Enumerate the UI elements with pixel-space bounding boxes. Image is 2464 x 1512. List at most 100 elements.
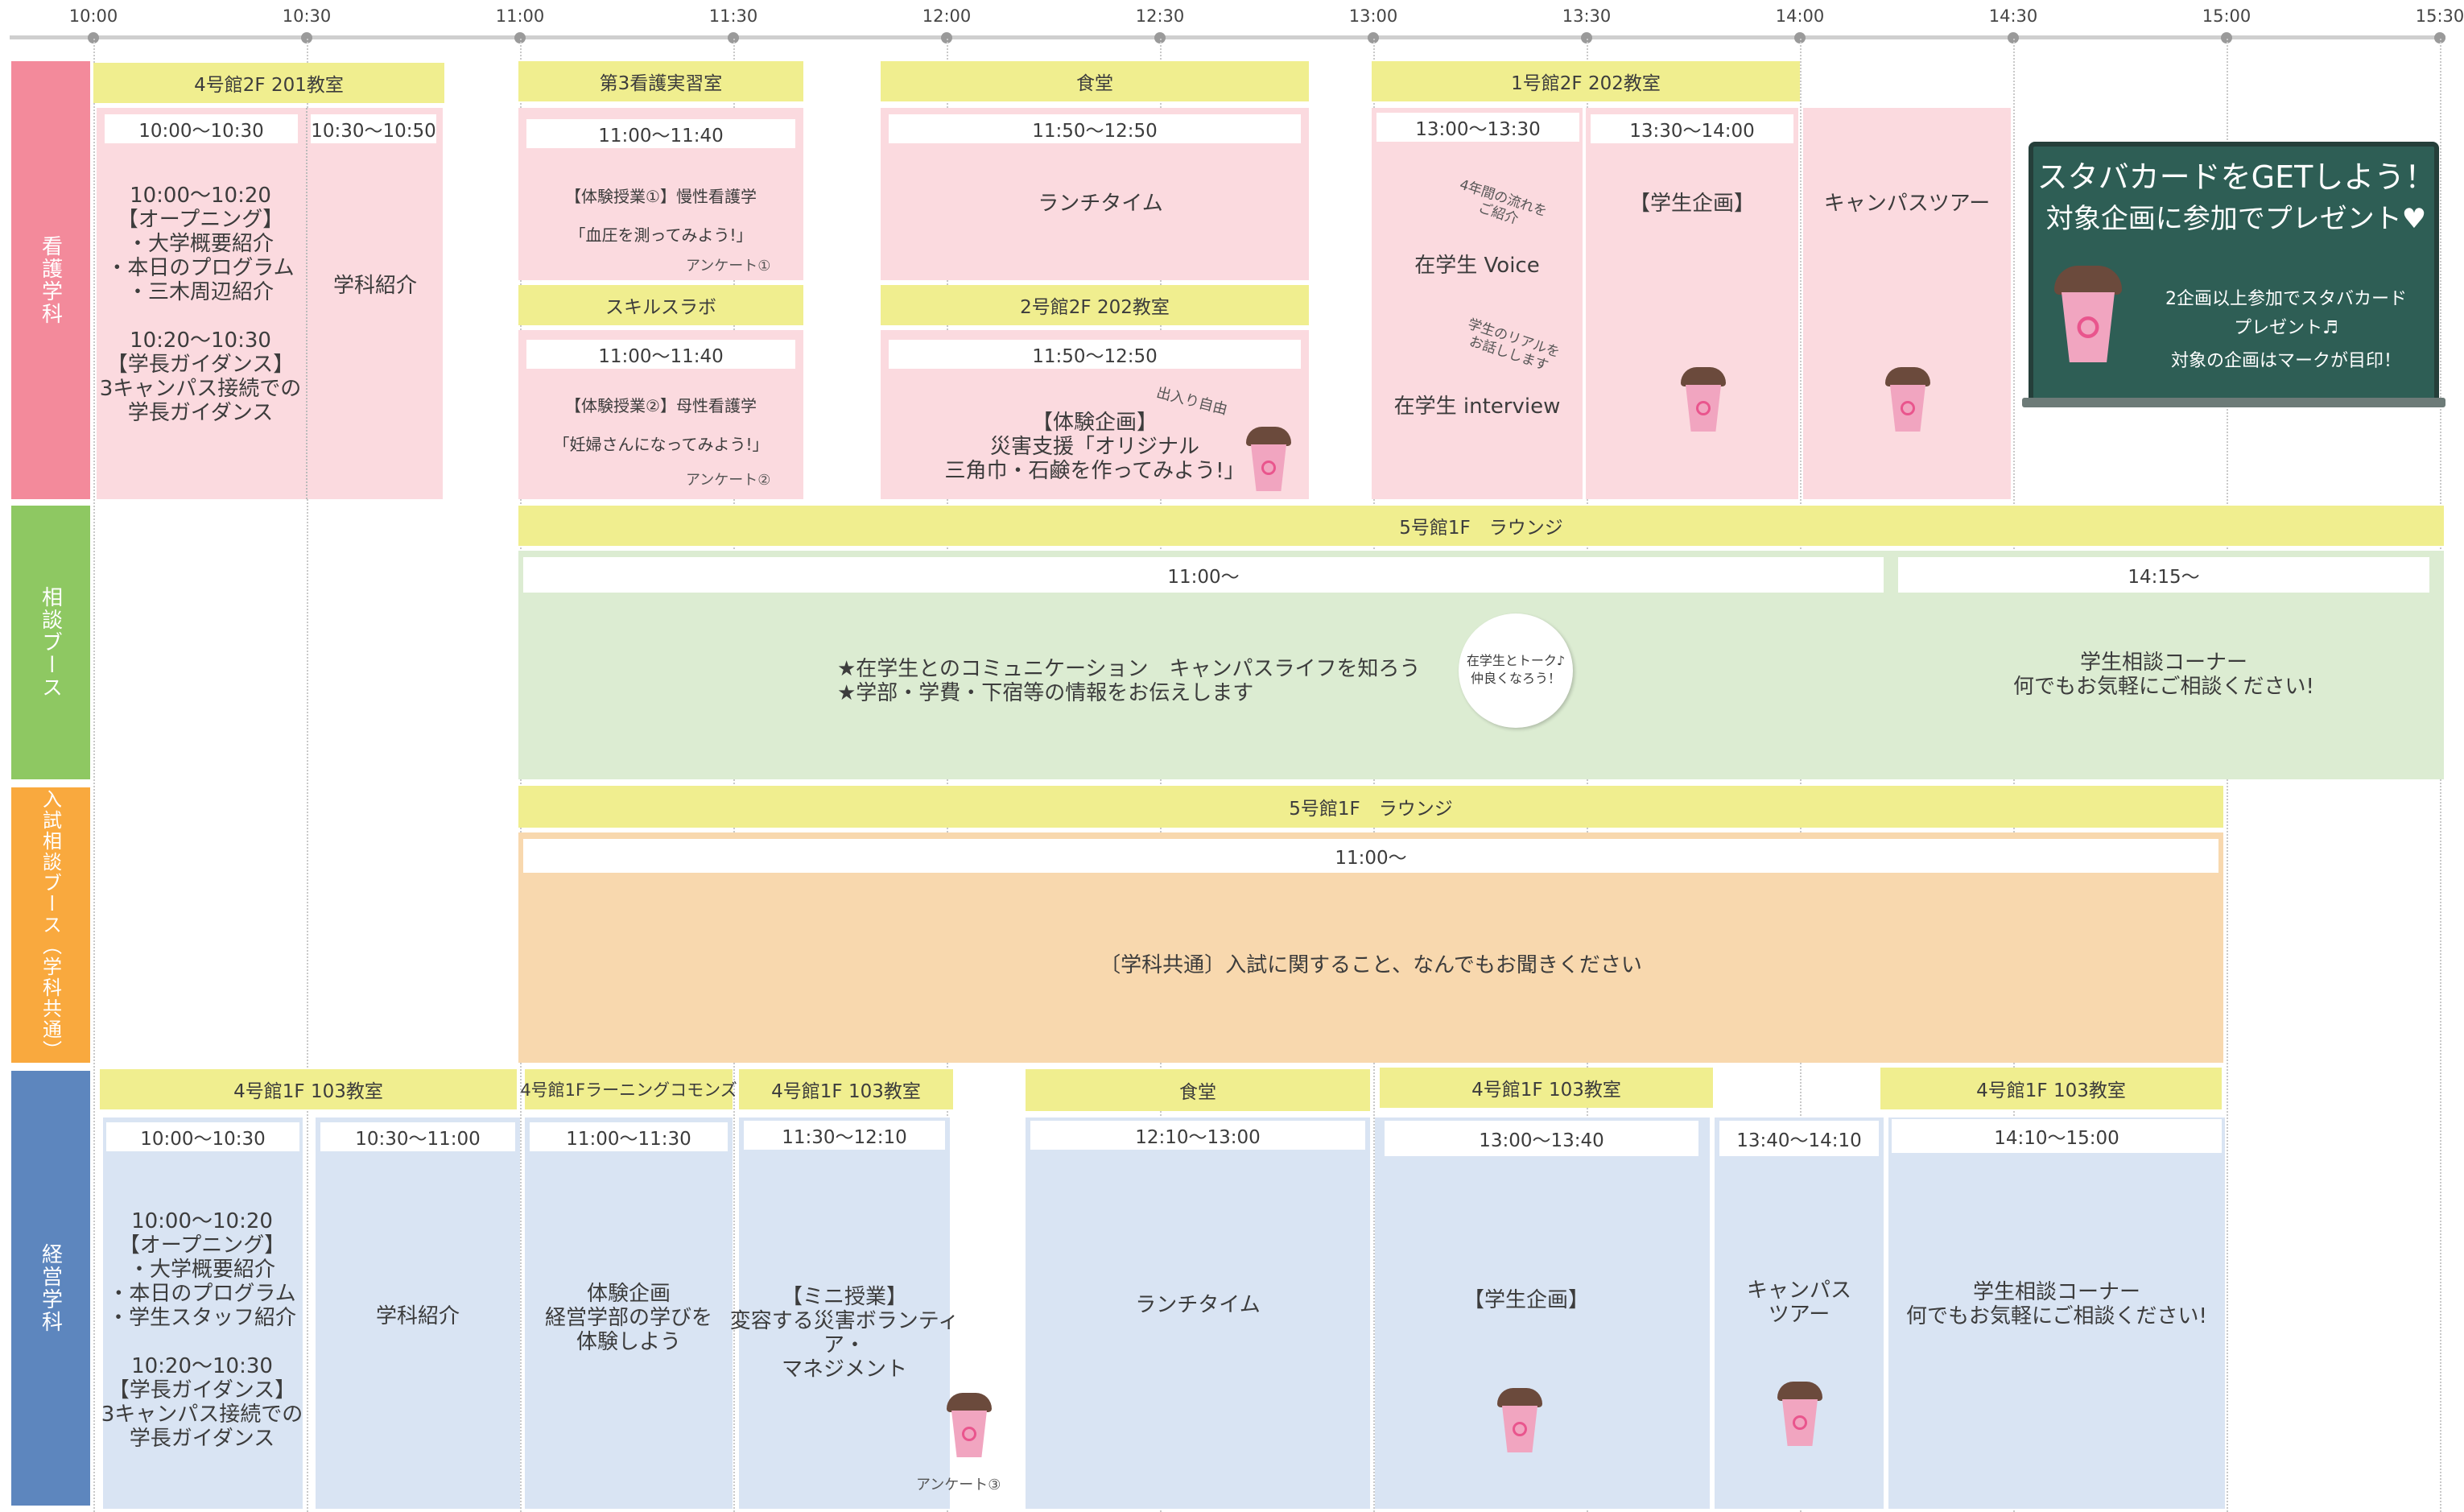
timeline-axis bbox=[10, 35, 2445, 39]
admission-room: 5号館1F ラウンジ bbox=[518, 786, 2223, 828]
nursing-survey-1: アンケート① bbox=[686, 258, 771, 275]
coffee-cup-icon bbox=[1885, 367, 1930, 432]
present-board-subtitle: 対象企画に参加でプレゼント♥ bbox=[2045, 203, 2427, 235]
business-tour-text: キャンパス ツアー bbox=[1746, 1279, 1851, 1327]
business-block-student-event bbox=[1375, 1117, 1710, 1509]
business-block-intro bbox=[316, 1117, 520, 1509]
tick-dot bbox=[2434, 32, 2445, 43]
nursing-room-lab3: 第3看護実習室 bbox=[518, 61, 803, 101]
tick-label: 13:00 bbox=[1348, 6, 1398, 26]
coffee-cup-icon bbox=[1681, 367, 1726, 432]
tick-dot bbox=[2221, 32, 2232, 43]
nursing-block-opening bbox=[97, 108, 443, 499]
grid-line bbox=[307, 39, 308, 1512]
row-label-business: 経営学科 bbox=[11, 1071, 90, 1506]
tick-dot bbox=[1154, 32, 1166, 43]
nursing-lunch-text: ランチタイム bbox=[1038, 192, 1163, 216]
business-experience-text: 体験企画 経営学部の学びを 体験しよう bbox=[544, 1282, 712, 1354]
business-lunch-time: 12:10〜13:00 bbox=[1030, 1121, 1365, 1150]
tick-label: 15:30 bbox=[2415, 6, 2464, 26]
consult-time-1: 11:00〜 bbox=[523, 557, 1884, 593]
nursing-voice-time: 13:00〜13:30 bbox=[1376, 113, 1579, 142]
nursing-survey-2: アンケート② bbox=[686, 472, 771, 489]
business-block-mini-class bbox=[739, 1117, 950, 1509]
admission-text: 〔学科共通〕入試に関すること、なんでもお聞きください bbox=[1100, 953, 1642, 977]
business-room-103b: 4号館1F 103教室 bbox=[739, 1069, 953, 1109]
consult-text-left: ★在学生とのコミュニケーション キャンパスライフを知ろう ★学部・学費・下宿等の… bbox=[837, 657, 1421, 705]
business-room-103c: 4号館1F 103教室 bbox=[1380, 1068, 1713, 1108]
talk-bubble-text: 在学生とトーク♪ 仲良くなろう！ bbox=[1466, 653, 1566, 686]
business-room-commons: 4号館1Fラーニングコモンズ bbox=[520, 1069, 737, 1109]
admission-time: 11:00〜 bbox=[523, 839, 2218, 873]
tick-dot bbox=[1581, 32, 1592, 43]
business-counsel-time: 14:10〜15:00 bbox=[1892, 1119, 2222, 1153]
nursing-room-202b: 2号館2F 202教室 bbox=[881, 285, 1309, 325]
present-board-title: スタバカードをGETしよう！ bbox=[2037, 159, 2436, 195]
business-opening-time: 10:00〜10:30 bbox=[106, 1122, 299, 1151]
tick-label: 10:00 bbox=[68, 6, 118, 26]
nursing-lunch-time: 11:50〜12:50 bbox=[889, 114, 1301, 143]
coffee-cup-icon bbox=[1777, 1382, 1822, 1446]
nursing-intro-text: 学科紹介 bbox=[332, 274, 417, 298]
tick-dot bbox=[88, 32, 99, 43]
nursing-block-tour bbox=[1803, 108, 2011, 499]
business-room-103d: 4号館1F 103教室 bbox=[1880, 1068, 2222, 1109]
business-mini-class-text: 【ミニ授業】 変容する災害ボランティア・ マネジメント bbox=[729, 1285, 960, 1382]
coffee-cup-icon bbox=[2054, 266, 2122, 362]
tick-label: 14:30 bbox=[1988, 6, 2038, 26]
business-block-lunch bbox=[1026, 1117, 1370, 1509]
nursing-interview-text: 在学生 interview bbox=[1393, 395, 1561, 419]
tick-label: 13:30 bbox=[1562, 6, 1612, 26]
tick-label: 10:30 bbox=[282, 6, 332, 26]
row-label-admission: 入試相談ブース（学科共通） bbox=[11, 787, 90, 1063]
tick-dot bbox=[941, 32, 952, 43]
talk-bubble bbox=[1459, 613, 1573, 728]
tick-dot bbox=[1368, 32, 1379, 43]
business-room-cafeteria: 食堂 bbox=[1026, 1069, 1370, 1111]
present-board-line2: 対象の企画はマークが目印！ bbox=[2170, 351, 2401, 371]
row-label-nursing: 看護学科 bbox=[11, 61, 90, 499]
nursing-disaster-time: 11:50〜12:50 bbox=[889, 340, 1301, 369]
tick-label: 15:00 bbox=[2202, 6, 2251, 26]
tick-dot bbox=[301, 32, 312, 43]
tick-dot bbox=[514, 32, 526, 43]
tick-label: 11:00 bbox=[495, 6, 545, 26]
nursing-block-voice bbox=[1372, 108, 1583, 499]
business-room-103a: 4号館1F 103教室 bbox=[100, 1069, 517, 1109]
nursing-time-opening: 10:00〜10:30 bbox=[105, 114, 298, 143]
business-block-opening bbox=[103, 1117, 303, 1509]
business-tour-time: 13:40〜14:10 bbox=[1719, 1121, 1879, 1156]
nursing-class1-text: 【体験授業①】慢性看護学 「血圧を測ってみよう!」 bbox=[565, 187, 757, 245]
nursing-tour-text: キャンパスツアー bbox=[1823, 192, 1991, 216]
nursing-room-skills: スキルスラボ bbox=[518, 285, 803, 325]
nursing-room-202: 1号館2F 202教室 bbox=[1372, 61, 1800, 101]
nursing-time-intro: 10:30〜10:50 bbox=[311, 114, 436, 143]
consult-text-right: 学生相談コーナー 何でもお気軽にご相談ください! bbox=[2013, 651, 2314, 699]
nursing-block-student-event bbox=[1586, 108, 1798, 499]
tick-dot bbox=[1794, 32, 1806, 43]
coffee-cup-icon bbox=[1497, 1388, 1542, 1452]
business-block-counsel bbox=[1888, 1117, 2225, 1509]
coffee-cup-icon bbox=[1246, 427, 1291, 491]
business-student-event-time: 13:00〜13:40 bbox=[1385, 1121, 1698, 1156]
consult-time-2: 14:15〜 bbox=[1898, 557, 2429, 593]
tick-label: 12:30 bbox=[1135, 6, 1185, 26]
nursing-class2-time: 11:00〜11:40 bbox=[526, 340, 795, 369]
nursing-class2-text: 【体験授業②】母性看護学 「妊婦さんになってみよう!」 bbox=[553, 396, 769, 454]
nursing-room-cafeteria: 食堂 bbox=[881, 61, 1309, 101]
present-board-ledge bbox=[2022, 398, 2445, 407]
business-student-event-text: 【学生企画】 bbox=[1463, 1288, 1590, 1312]
tick-dot bbox=[728, 32, 739, 43]
tick-dot bbox=[2008, 32, 2019, 43]
nursing-student-event-time: 13:30〜14:00 bbox=[1591, 114, 1793, 143]
business-opening-text: 10:00〜10:20 【オープニング】 ・大学概要紹介 ・本日のプログラム ・… bbox=[101, 1209, 303, 1451]
business-experience-time: 11:00〜11:30 bbox=[530, 1122, 728, 1151]
tick-label: 12:00 bbox=[922, 6, 972, 26]
present-board-line1: 2企画以上参加でスタバカード プレゼント♬ bbox=[2165, 289, 2407, 338]
business-lunch-text: ランチタイム bbox=[1135, 1293, 1261, 1317]
business-mini-class-time: 11:30〜12:10 bbox=[744, 1121, 945, 1150]
nursing-disaster-text: 【体験企画】 災害支援「オリジナル 三角巾・石鹸を作ってみよう!」 bbox=[944, 411, 1245, 483]
grid-line bbox=[93, 39, 95, 1512]
consult-room: 5号館1F ラウンジ bbox=[518, 506, 2444, 546]
nursing-opening-text: 10:00〜10:20 【オープニング】 ・大学概要紹介 ・本日のプログラム ・… bbox=[99, 184, 302, 425]
